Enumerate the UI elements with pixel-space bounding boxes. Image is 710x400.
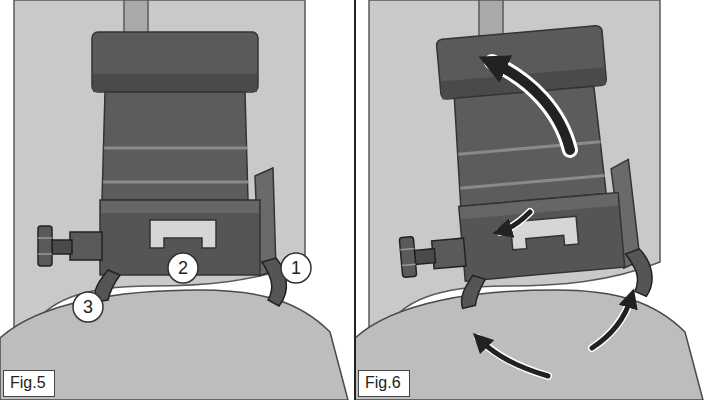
figure-label: Fig.6 [358,370,410,397]
figure-label: Fig.5 [3,370,55,397]
callout-number: 1 [291,259,301,277]
callout-circles [73,253,311,322]
callout-number: 2 [178,259,188,277]
motion-arrows [478,62,632,376]
callout-number: 3 [83,298,93,316]
panel-divider [354,0,356,400]
